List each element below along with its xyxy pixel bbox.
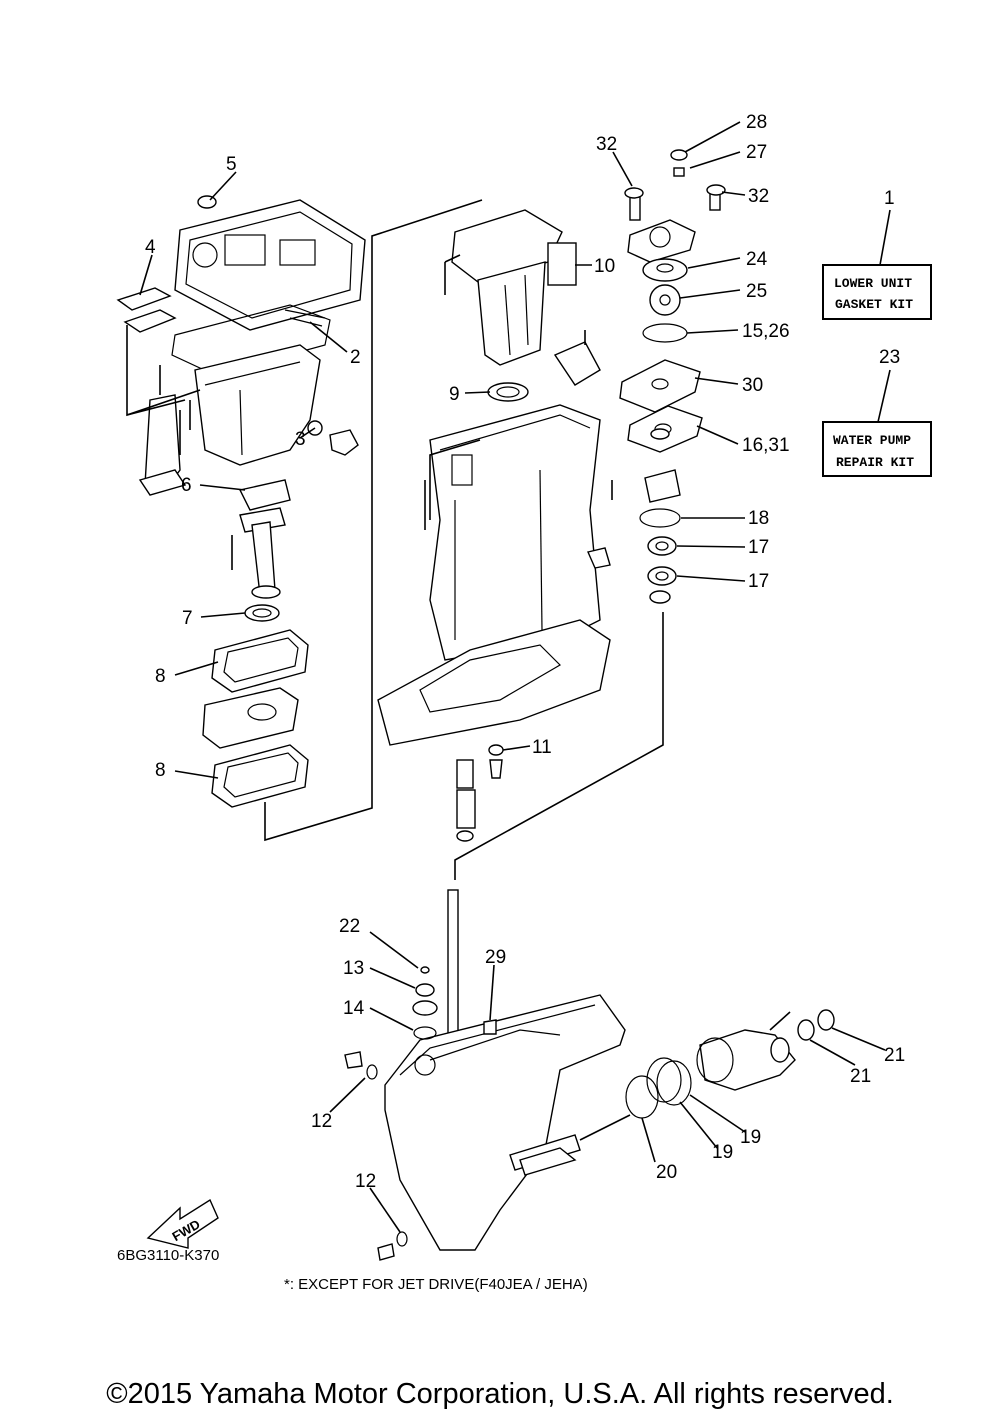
callout-4: 4 <box>145 237 156 258</box>
callout-2: 2 <box>350 347 361 368</box>
kit-number: 23 <box>879 347 900 368</box>
callout-12: 12 <box>311 1111 332 1132</box>
callout-21: 21 <box>884 1045 905 1066</box>
lower-unit-assembly <box>344 889 835 1261</box>
kit-line1: LOWER UNIT <box>834 276 912 291</box>
callout-10: 10 <box>594 256 615 277</box>
callout-8: 8 <box>155 760 166 781</box>
callout-32: 32 <box>596 134 617 155</box>
callout-6: 6 <box>181 475 192 496</box>
callout-5: 5 <box>226 154 237 175</box>
callout-25: 25 <box>746 281 767 302</box>
leader-lines <box>139 121 886 1233</box>
callout-17: 17 <box>748 571 769 592</box>
callout-27: 27 <box>746 142 767 163</box>
callout-21: 21 <box>850 1066 871 1087</box>
drive-shaft-housing <box>377 209 613 842</box>
callout-11: 11 <box>532 737 552 758</box>
callout-8: 8 <box>155 666 166 687</box>
callout-15-26: 15,26 <box>742 321 790 342</box>
callout-30: 30 <box>742 375 763 396</box>
callout-29: 29 <box>485 947 506 968</box>
callout-16-31: 16,31 <box>742 435 790 456</box>
callout-9: 9 <box>449 384 460 405</box>
callout-labels: 5 4 2 3 6 7 8 8 9 10 11 28 27 32 32 24 2… <box>145 112 905 1192</box>
kit-line2: GASKET KIT <box>835 297 913 312</box>
kit-line1: WATER PUMP <box>833 433 911 448</box>
callout-7: 7 <box>182 608 193 629</box>
callout-12: 12 <box>355 1171 376 1192</box>
callout-14: 14 <box>343 998 365 1019</box>
water-pump-assembly <box>619 149 726 604</box>
callout-13: 13 <box>343 958 364 979</box>
diagram-code: 6BG3110-K370 <box>117 1247 219 1264</box>
callout-18: 18 <box>748 508 769 529</box>
callout-24: 24 <box>746 249 768 270</box>
upper-casing-assembly <box>116 195 366 808</box>
kit-line2: REPAIR KIT <box>836 455 914 470</box>
copyright-notice: ©2015 Yamaha Motor Corporation, U.S.A. A… <box>106 1378 894 1410</box>
water-pump-repair-kit: 23 WATER PUMP REPAIR KIT <box>822 347 932 477</box>
lower-unit-gasket-kit: 1 LOWER UNIT GASKET KIT <box>822 188 932 320</box>
kit-number: 1 <box>884 188 895 209</box>
callout-20: 20 <box>656 1162 677 1183</box>
callout-19: 19 <box>740 1127 761 1148</box>
callout-17: 17 <box>748 537 769 558</box>
callout-22: 22 <box>339 916 360 937</box>
callout-28: 28 <box>746 112 767 133</box>
forward-arrow-icon: FWD <box>146 1198 219 1249</box>
footnote: *: EXCEPT FOR JET DRIVE(F40JEA / JEHA) <box>284 1276 588 1293</box>
callout-19: 19 <box>712 1142 733 1163</box>
callout-3: 3 <box>295 429 306 450</box>
callout-32: 32 <box>748 186 769 207</box>
